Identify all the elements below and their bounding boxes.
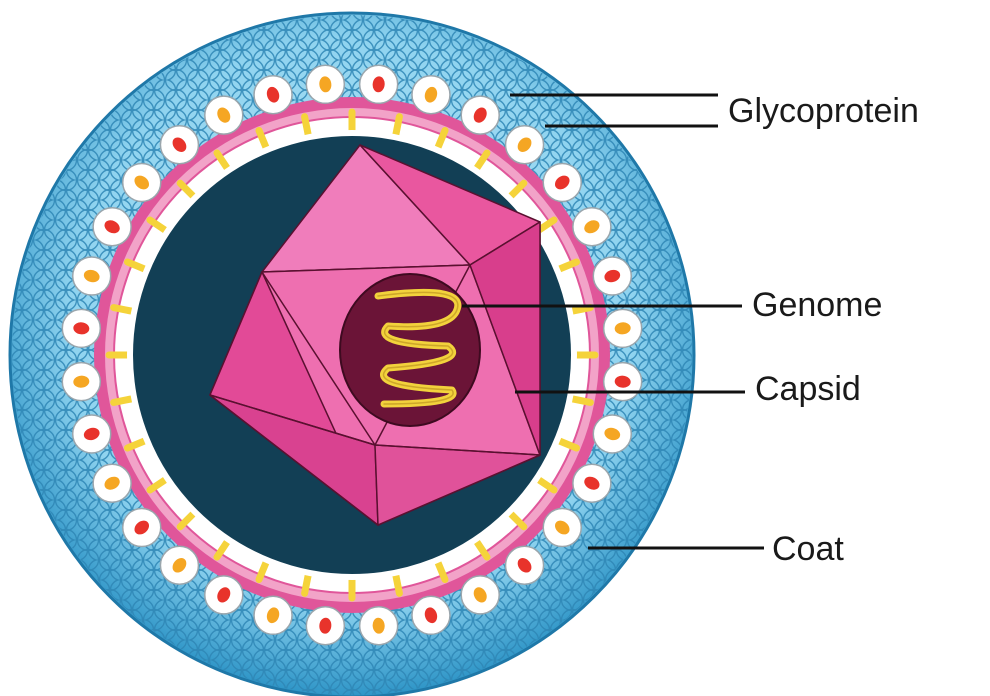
glycoprotein-stalk [506,179,528,201]
glycoprotein-knob [305,605,346,646]
glycoprotein-knob [572,207,612,247]
glycoprotein-knob [602,361,643,402]
glycoprotein-stalk [301,570,312,597]
glycoprotein-spikes [105,108,599,602]
glycoprotein-stalk [506,509,528,531]
label-coat: Coat [772,530,844,568]
glycoprotein-stalk [146,216,171,235]
glycoprotein-stalk [392,113,403,140]
label-genome: Genome [752,286,883,324]
glycoprotein-knob [92,463,132,503]
glycoprotein-knob [592,414,633,454]
glycoprotein-stalk [123,258,150,274]
glycoprotein-knob [542,507,583,548]
interior-rim [127,130,577,580]
glycoprotein-stalk [533,475,558,494]
glycoprotein-stalk [255,126,271,153]
glycoprotein-knob [204,95,244,135]
glycoprotein-knob [592,256,633,296]
label-glycoprotein: Glycoprotein [728,92,919,130]
glycoprotein-knob [71,414,112,454]
label-capsid: Capsid [755,370,861,408]
glycoprotein-stalk [123,436,150,452]
glycoprotein-knob [305,64,346,105]
glycoprotein-knob [204,575,244,615]
glycoprotein-knob [542,162,583,203]
glycoprotein-stalk [110,395,137,406]
glycoprotein-knob [159,124,200,165]
glycoprotein-knob [253,74,293,115]
glycoprotein-stalk [433,557,449,584]
glycoprotein-stalk [554,436,581,452]
glycoprotein-knob [504,124,545,165]
glycoprotein-stalk [567,395,594,406]
glycoprotein-knob [61,361,102,402]
glycoprotein-knob [92,207,132,247]
glycoprotein-knob [411,595,451,636]
glycoprotein-knob [253,595,293,636]
glycoprotein-knob [460,575,500,615]
glycoprotein-knob [121,162,162,203]
glycoprotein-stalk [176,179,198,201]
glycoprotein-stalk [554,258,581,274]
glycoprotein-stalk [213,536,232,561]
glycoprotein-knob [159,545,200,586]
glycoprotein-stalk [472,536,491,561]
genome [339,273,481,427]
glycoprotein-knob [602,308,643,349]
glycoprotein-stalk [213,149,232,174]
glycoprotein-knob [61,308,102,349]
glycoprotein-stalk [567,304,594,315]
glycoprotein-stalk [110,304,137,315]
glycoprotein-knob [121,507,162,548]
glycoprotein-stalk [146,475,171,494]
glycoprotein-knob [572,463,612,503]
glycoprotein-stalk [472,149,491,174]
glycoprotein-stalk [176,509,198,531]
glycoprotein-knob [460,95,500,135]
glycoprotein-knob [358,64,399,105]
glycoprotein-stalk [392,570,403,597]
leader-lines [462,93,764,550]
glycoprotein-stalk [301,113,312,140]
glycoprotein-knob [71,256,112,296]
glycoprotein-knobs [61,64,643,646]
glycoprotein-knob [411,74,451,115]
glycoprotein-knob [504,545,545,586]
glycoprotein-stalk [433,126,449,153]
glycoprotein-stalk [255,557,271,584]
glycoprotein-knob [358,605,399,646]
